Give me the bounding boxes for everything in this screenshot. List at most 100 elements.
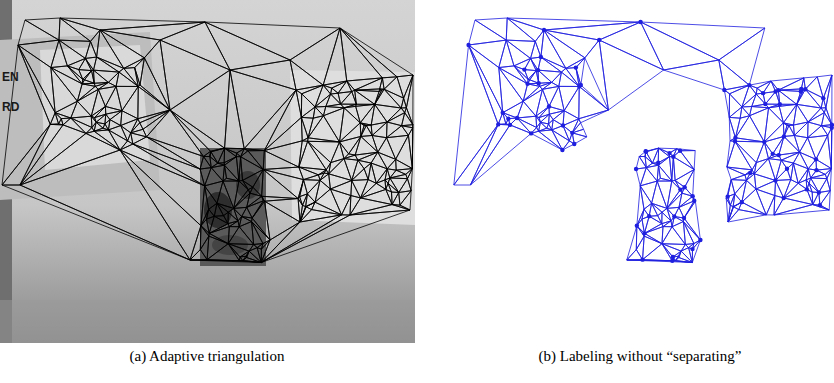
mesh-triangle [561,68,579,86]
mesh-triangle [675,169,694,187]
vertex-dot [656,161,660,165]
mesh-triangle [301,107,315,118]
mesh-triangle [396,135,413,168]
mesh-triangle [209,227,229,244]
vertex-dot [814,168,818,172]
mesh-triangle [469,20,507,45]
vertex-dot [803,87,807,91]
mesh-triangle [59,40,85,66]
mesh-triangle [506,40,535,58]
mesh-triangle [808,122,822,138]
mesh-triangle [265,201,300,240]
mesh-triangle [91,116,96,122]
vertex-dot [671,255,675,259]
mesh-triangle [308,116,339,142]
mesh-triangle [262,169,298,198]
mesh-triangle [243,169,264,187]
mesh-triangle [541,30,566,68]
vertex-dot [761,91,765,95]
mesh-triangle [764,123,784,142]
mesh-triangle [797,104,821,122]
mesh-triangle [138,110,170,123]
mesh-triangle [301,117,313,137]
mesh-triangle [144,40,170,110]
mesh-triangle [749,81,771,88]
mesh-triangle [506,40,530,66]
mesh-triangle [667,193,682,208]
mesh-triangle [643,236,662,260]
mesh-triangle [214,203,223,216]
mesh-triangle [637,186,644,226]
mesh-triangle [308,141,340,162]
mesh-triangle [344,159,358,181]
mesh-triangle [247,201,264,218]
mesh-triangle [729,94,742,118]
mesh-triangle [133,137,200,169]
vertex-dot [781,196,785,200]
mesh-triangle [380,78,384,89]
vertex-dot [644,150,648,154]
mesh-triangle [735,141,764,162]
mesh-triangle [730,85,750,107]
mesh-triangle [108,72,119,86]
mesh-triangle [387,108,405,122]
mesh-triangle [92,122,96,131]
mesh-triangle [201,186,209,226]
mesh-triangle [579,110,609,123]
mesh-triangle [97,57,124,72]
vertex-dot [778,102,782,106]
mesh-triangle [120,141,133,150]
vertex-dot [805,187,809,191]
mesh-triangle [470,125,531,185]
mesh-triangle [218,148,225,163]
mesh-triangle [342,196,351,215]
mesh-triangle [228,208,238,221]
mesh-triangle [25,18,60,40]
mesh-triangle [680,151,695,170]
mesh-triangle [820,191,830,210]
mesh-triangle [303,175,320,180]
vertex-dot [682,216,686,220]
vertex-dot [771,152,775,156]
vertex-dot [570,131,574,135]
mesh-triangle [384,89,403,108]
mesh-triangle [826,75,832,125]
mesh-triangle [100,30,144,68]
vertex-dot [670,259,674,263]
mesh-triangle [510,118,531,133]
mesh-triangle [808,126,828,138]
mesh-triangle [537,122,541,131]
vertex-dot [733,136,737,140]
vertex-dot [818,203,822,207]
mesh-triangle [729,107,742,118]
mesh-triangle [243,258,261,263]
vertex-dot [814,157,818,161]
mesh-triangle [646,165,658,181]
mesh-triangle [675,258,692,263]
mesh-triangle [469,45,503,124]
photo-text: RD [2,100,19,114]
mesh-triangle [727,167,752,175]
mesh-triangle [469,45,503,113]
mesh-triangle [728,210,766,222]
mesh-triangle [552,126,570,141]
mesh-triangle [229,221,239,227]
vertex-dot [496,122,500,126]
vertex-dot [817,190,821,194]
mesh-triangle [241,157,264,181]
vertex-dot [725,194,729,198]
mesh-triangle [63,118,86,133]
mesh-triangle [390,170,406,178]
mesh-triangle [60,18,205,30]
mesh-triangle [160,22,230,70]
mesh-triangle [263,169,303,198]
subcaption: (b) Labeling without “separating” [539,348,742,365]
vertex-dot [748,171,752,175]
mesh-triangle [765,104,779,108]
mesh-triangle [201,226,209,236]
mesh-triangle [778,78,803,90]
mesh-triangle [779,136,800,155]
mesh-triangle [244,90,296,151]
vertex-dot [690,247,694,251]
